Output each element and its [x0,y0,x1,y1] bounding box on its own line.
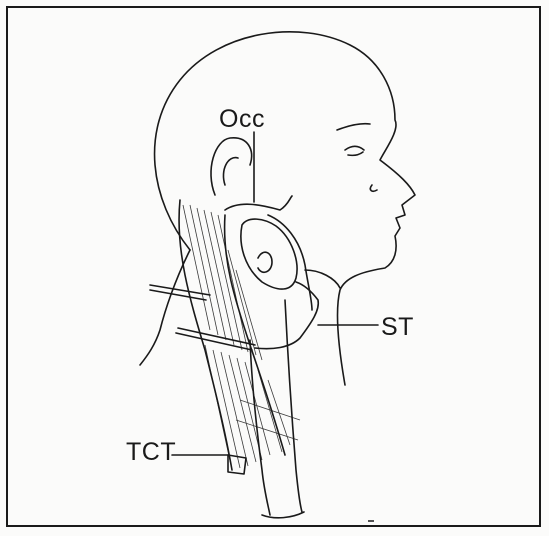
muscle-fiber [236,420,298,440]
nostril [370,185,377,191]
neck-trunk-right [285,300,302,512]
muscle-fiber [218,215,248,352]
label-occ: Occ [219,107,265,132]
eye [345,146,364,150]
muscle-fiber [213,350,240,468]
muscle-fiber [183,205,210,330]
ear [211,138,252,195]
muscle-fiber [221,352,248,466]
muscle-fiber [211,212,242,350]
back-neck-line [140,250,190,365]
brow [337,124,370,130]
eye-lower [348,152,363,155]
neck-trunk-bottom [262,512,304,518]
muscle-fiber [237,358,262,460]
label-st: ST [381,315,414,340]
probe-upper-2 [150,290,206,300]
label-tct: TCT [126,440,176,465]
muscle-fiber [197,208,226,340]
jaw-line [305,270,340,288]
ear-inner [223,158,238,185]
muscle-fiber [205,345,232,470]
gland-detail [258,252,272,272]
